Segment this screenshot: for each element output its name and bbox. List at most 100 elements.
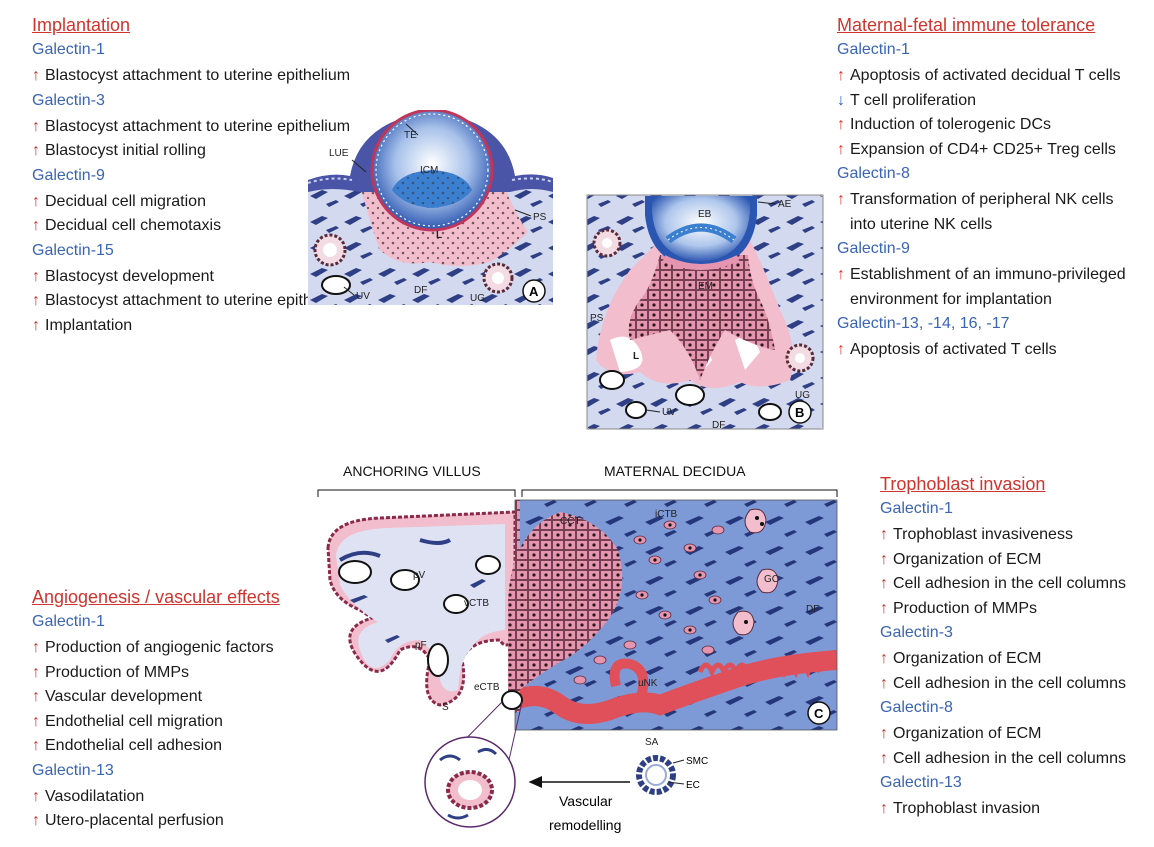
svg-text:ICM: ICM xyxy=(420,165,438,176)
effect-item: ↑Decidual cell chemotaxis xyxy=(32,214,350,239)
up-arrow-icon: ↑ xyxy=(32,267,40,285)
svg-text:UV: UV xyxy=(356,291,370,302)
effect-text: Blastocyst attachment to uterine epithel… xyxy=(45,117,351,135)
galectin-name: Galectin-13, -14, 16, -17 xyxy=(837,315,1010,332)
galectin-name: Galectin-3 xyxy=(880,624,953,641)
effect-item: ↑ Cell adhesion in the cell columns xyxy=(880,747,1126,772)
galectin-group: Galectin-1↑Blastocyst attachment to uter… xyxy=(32,40,350,89)
effect-text: Trophoblast invasion xyxy=(893,800,1041,817)
svg-text:LUE: LUE xyxy=(329,148,349,159)
up-arrow-icon: ↑ xyxy=(32,787,40,805)
up-arrow-icon: ↑ xyxy=(32,117,40,135)
svg-text:DF: DF xyxy=(712,420,725,431)
vascular-remodelling-inset: SMC EC Vascular remodelling xyxy=(424,701,708,833)
svg-text:Vascular: Vascular xyxy=(559,793,613,809)
svg-text:L: L xyxy=(633,351,639,362)
effect-text: Endothelial cell migration xyxy=(45,712,223,730)
panel-b-badge-label: B xyxy=(795,405,804,420)
galectin-group: Galectin-8↑Organization of ECM↑Cell adhe… xyxy=(880,698,1126,771)
svg-text:pV: pV xyxy=(413,570,426,581)
effect-item: ↑Organization of ECM xyxy=(880,722,1126,747)
effect-text: Organization of ECM xyxy=(893,725,1042,742)
up-arrow-icon: ↑ xyxy=(880,749,888,767)
section-title: Maternal-fetal immune tolerance xyxy=(837,15,1096,35)
panel-c-placental-bed xyxy=(326,499,838,731)
effect-text: Cell adhesion in the cell columns xyxy=(893,674,1127,692)
effect-text: Cell adhesion in the cell columns xyxy=(893,749,1127,767)
effect-item: ↑Apoptosis of activated decidual T cells xyxy=(837,64,1126,89)
section-title: Angiogenesis / vascular effects xyxy=(32,587,280,607)
anchoring-villus-header: ANCHORING VILLUS xyxy=(343,463,481,479)
svg-text:CCT: CCT xyxy=(560,516,581,527)
svg-text:AE: AE xyxy=(778,199,792,210)
panel-c-labels: CCT iCTB GC DF pV vCTB pF S eCTB uNK SA xyxy=(413,509,819,748)
panel-a-badge-label: A xyxy=(529,284,539,299)
up-arrow-icon: ↑ xyxy=(837,67,845,84)
immune-tolerance-panel: Maternal-fetal immune tolerance Galectin… xyxy=(837,14,1126,365)
effect-item: ↓T cell proliferation xyxy=(837,89,1126,114)
effect-item: ↑Endothelial cell adhesion xyxy=(32,734,280,759)
effect-item: ↑ Vasodilatation xyxy=(32,785,280,810)
effect-item: ↑Establishment of an immuno-privileged xyxy=(837,263,1126,288)
effect-text: Vasodilatation xyxy=(45,787,145,805)
svg-text:SMC: SMC xyxy=(686,756,708,767)
effect-item: ↑Blastocyst development xyxy=(32,265,350,290)
effect-text: Production of MMPs xyxy=(45,663,190,681)
implantation-panel: Implantation Galectin-1↑Blastocyst attac… xyxy=(32,14,350,340)
up-arrow-icon: ↑ xyxy=(880,674,888,692)
up-arrow-icon: ↑ xyxy=(880,550,888,568)
up-arrow-icon: ↑ xyxy=(32,67,40,84)
up-arrow-icon: ↑ xyxy=(32,316,40,334)
svg-text:vCTB: vCTB xyxy=(464,598,489,609)
up-arrow-icon: ↑ xyxy=(32,688,40,705)
down-arrow-icon: ↓ xyxy=(837,91,845,109)
up-arrow-icon: ↑ xyxy=(837,266,845,283)
effect-item: ↑ Blastocyst attachment to uterine epithe… xyxy=(32,115,350,140)
effect-text: Utero-placental perfusion xyxy=(45,812,224,829)
galectin-name: Galectin-9 xyxy=(32,166,105,184)
effect-item: ↑ Production of MMPs xyxy=(880,597,1126,622)
svg-text:SA: SA xyxy=(645,737,659,748)
angiogenesis-panel: Angiogenesis / vascular effects Galectin… xyxy=(32,586,280,836)
up-arrow-icon: ↑ xyxy=(837,341,845,358)
svg-text:iCTB: iCTB xyxy=(655,509,678,520)
panel-b-labels: AE EB EM PS L UG UV DF xyxy=(590,199,810,431)
effect-text: Induction of tolerogenic DCs xyxy=(850,116,1051,133)
svg-text:TE: TE xyxy=(404,130,417,141)
svg-text:PS: PS xyxy=(590,313,604,324)
up-arrow-icon: ↑ xyxy=(32,712,40,730)
effect-text-continued: into uterine NK cells xyxy=(850,215,993,233)
galectin-group: Galectin-1 ↑Apoptosis of activated decidu… xyxy=(837,40,1126,162)
effect-text: Blastocyst attachment to uterine epithel… xyxy=(45,292,351,309)
galectin-group: Galectin-3↑Blastocyst attachment to uter… xyxy=(32,91,350,164)
effect-text: Implantation xyxy=(45,316,133,334)
effect-item: ↑ Cell adhesion in the cell columns xyxy=(880,672,1126,697)
galectin-group: Galectin-13, -14, 16, -17↑Apoptosis of a… xyxy=(837,314,1126,363)
up-arrow-icon: ↑ xyxy=(880,599,888,617)
svg-text:pF: pF xyxy=(415,640,427,651)
up-arrow-icon: ↑ xyxy=(32,192,40,210)
panel-b-badge xyxy=(788,400,812,424)
effect-item: ↑Utero-placental perfusion xyxy=(32,809,280,834)
effect-item: ↑Expansion of CD4+ CD25+ Treg cells xyxy=(837,138,1126,163)
galectin-name: Galectin-13 xyxy=(880,774,962,791)
panel-c-badge xyxy=(807,701,831,725)
galectin-group: Galectin-9↑Establishment of an immuno-pr… xyxy=(837,239,1126,312)
effect-text-continued: environment for implantation xyxy=(850,290,1052,308)
galectin-group: Galectin-1↑Trophoblast invasiveness↑Orga… xyxy=(880,499,1126,621)
galectin-name: Galectin-8 xyxy=(837,165,910,182)
galectin-name: Galectin-1 xyxy=(837,41,910,58)
galectin-group: Galectin-13↑Vasodilatation↑Utero-placent… xyxy=(32,761,280,834)
effect-item: ↑Blastocyst attachment to uterine epithe… xyxy=(32,64,350,89)
svg-text:EC: EC xyxy=(686,780,700,791)
effect-text: Production of MMPs xyxy=(893,599,1038,617)
galectin-name: Galectin-1 xyxy=(32,613,105,630)
section-title: Implantation xyxy=(32,15,131,35)
up-arrow-icon: ↑ xyxy=(32,292,40,309)
maternal-decidua-header: MATERNAL DECIDUA xyxy=(604,463,746,479)
galectin-group: Galectin-13↑Trophoblast invasion xyxy=(880,773,1126,822)
svg-text:UG: UG xyxy=(470,293,485,304)
galectin-group: Galectin-15↑Blastocyst development↑Blast… xyxy=(32,241,350,339)
svg-text:S: S xyxy=(442,702,449,713)
